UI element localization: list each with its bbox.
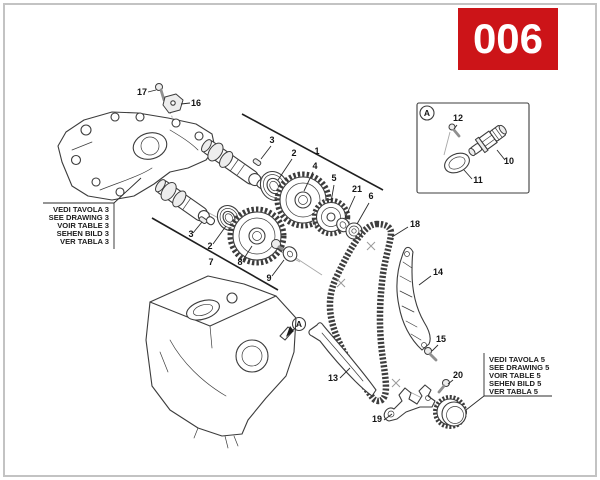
ref-line: SEHEN BILD 5 — [489, 379, 542, 389]
callout-2-lower: 2 — [207, 241, 212, 251]
callout-7: 7 — [208, 257, 213, 267]
chain-guide-fixed — [396, 246, 431, 351]
ref-drawing-3: VEDI TAVOLA 3 SEE DRAWING 3 VOIR TABLE 3… — [40, 205, 109, 247]
callout-2-upper: 2 — [291, 148, 296, 158]
page-number-badge: 006 — [458, 8, 558, 70]
crank-sprocket — [433, 395, 467, 429]
callout-16: 16 — [191, 98, 201, 108]
cylinder-head-assembly — [57, 111, 216, 201]
tensioner-bracket — [383, 384, 436, 422]
callout-labels: 17 16 3 2 1 4 5 21 6 18 14 15 20 19 13 3… — [137, 87, 514, 424]
tensioner-screw — [448, 123, 461, 138]
cam-key-upper — [252, 158, 262, 166]
chain-tensioner-blade — [308, 322, 377, 397]
ref-line: VOIR TABLE 3 — [57, 221, 109, 231]
detail-inset-marker: A — [424, 108, 430, 118]
ref-line: VOIR TABLE 5 — [489, 371, 541, 381]
callout-5: 5 — [331, 173, 336, 183]
gear-bolt-washer — [271, 239, 298, 262]
callout-9: 9 — [266, 273, 271, 283]
ref-drawing-5: VEDI TAVOLA 5 SEE DRAWING 5 VOIR TABLE 5… — [489, 355, 559, 397]
ref-line: VER TABLA 5 — [489, 387, 538, 397]
callout-1: 1 — [314, 146, 319, 156]
ref-line: VEDI TAVOLA 3 — [53, 205, 109, 214]
callout-13: 13 — [328, 373, 338, 383]
detail-arrow — [286, 326, 294, 337]
bracket-bolt — [437, 379, 450, 394]
callout-12: 12 — [453, 113, 463, 123]
ref-line: VEDI TAVOLA 5 — [489, 355, 545, 364]
ref-brackets — [43, 177, 552, 411]
lower-camshaft — [155, 179, 216, 226]
callout-19: 19 — [372, 414, 382, 424]
callout-15: 15 — [436, 334, 446, 344]
callout-3-upper: 3 — [269, 135, 274, 145]
callout-3-lower: 3 — [188, 229, 193, 239]
sensor-bolt — [155, 83, 166, 102]
callout-18: 18 — [410, 219, 420, 229]
callout-11: 11 — [473, 175, 483, 185]
callout-17: 17 — [137, 87, 147, 97]
chain-tensioner-body — [468, 124, 507, 157]
block-detail-marker: A — [286, 316, 307, 337]
ref-line: SEE DRAWING 5 — [489, 363, 550, 373]
callout-8: 8 — [237, 257, 242, 267]
ref-line: SEE DRAWING 3 — [48, 213, 109, 223]
timing-chain — [326, 220, 401, 405]
callout-6: 6 — [368, 191, 373, 201]
chain-x-marks — [336, 241, 401, 388]
callout-4: 4 — [312, 161, 317, 171]
position-sensor — [162, 93, 184, 114]
callout-20: 20 — [453, 370, 463, 380]
callout-21: 21 — [352, 184, 362, 194]
assembly-group-lines — [151, 113, 384, 291]
cam-nut — [345, 222, 363, 240]
engine-block — [145, 275, 297, 449]
block-detail-marker-letter: A — [296, 319, 302, 329]
tensioner-gasket — [444, 152, 470, 174]
timing-gear-large-lower — [227, 206, 287, 266]
callout-10: 10 — [504, 156, 514, 166]
ref-line: VER TABLA 3 — [60, 237, 109, 247]
guide-bolt — [424, 347, 438, 362]
callout-leaders — [147, 89, 506, 421]
ref-line: SEHEN BILD 3 — [56, 229, 109, 239]
callout-14: 14 — [433, 267, 443, 277]
detail-inset: A — [416, 102, 530, 194]
